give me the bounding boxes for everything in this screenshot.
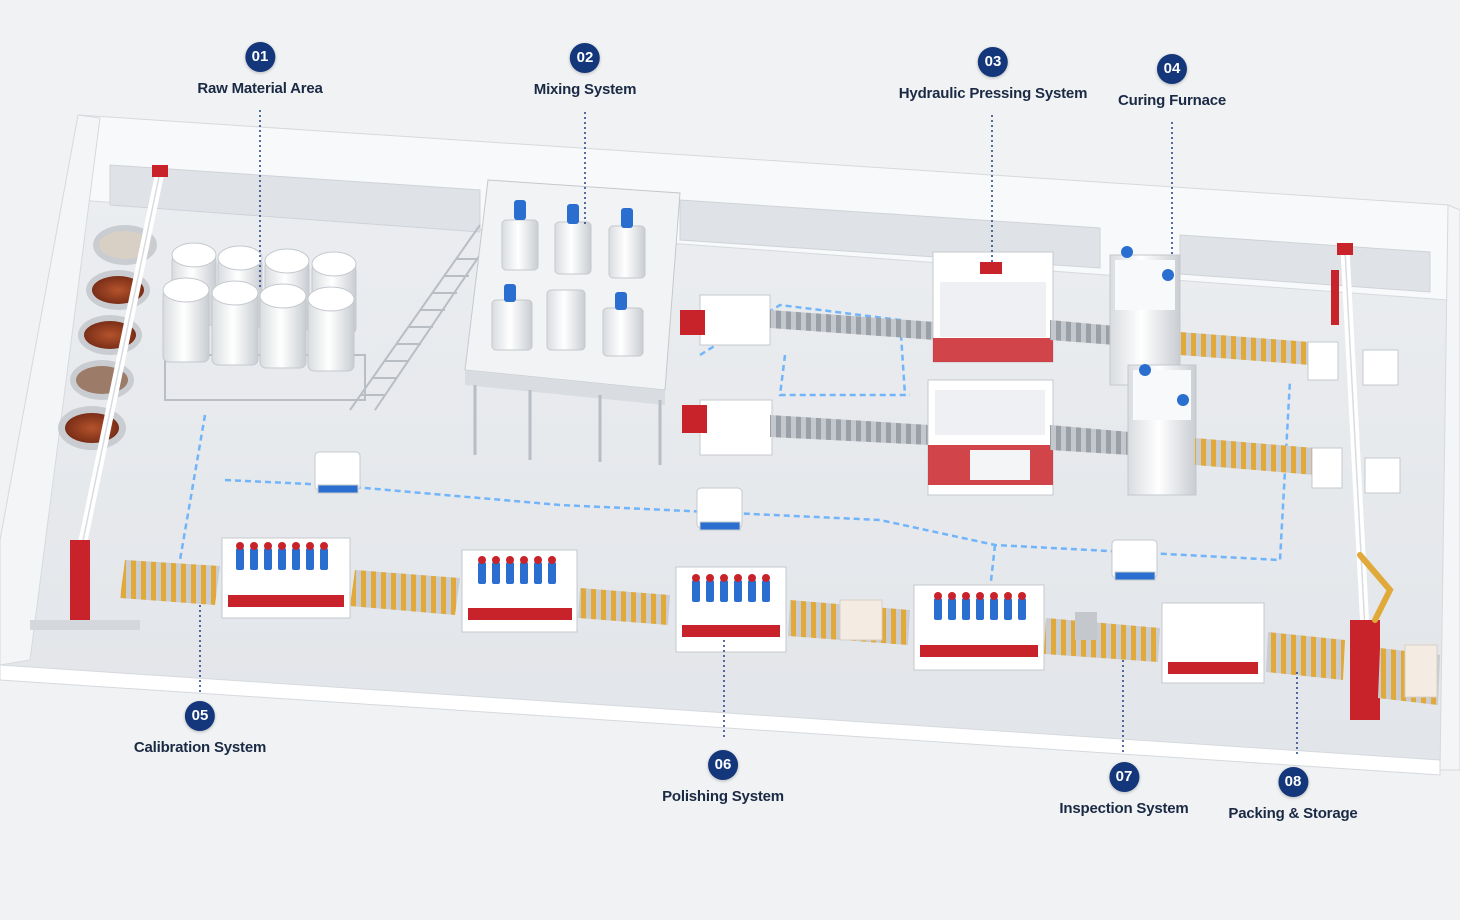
- callout-number-badge: 03: [977, 47, 1008, 77]
- callout-raw-material-area: 01 Raw Material Area: [197, 42, 323, 97]
- callout-label: Raw Material Area: [197, 80, 323, 97]
- wall-windows: [109, 164, 1431, 293]
- callout-inspection-system: 07 Inspection System: [1059, 762, 1189, 817]
- callout-number-badge: 06: [708, 750, 738, 780]
- callout-number-badge: 07: [1108, 762, 1139, 792]
- callout-leader-lines: [199, 110, 1298, 757]
- callout-number-badge: 05: [185, 701, 215, 731]
- callout-label: Curing Furnace: [1117, 92, 1227, 109]
- left-wall: [0, 114, 101, 666]
- callout-label: Hydraulic Pressing System: [898, 85, 1088, 102]
- curing-furnaces: [1109, 246, 1401, 496]
- agv-vehicles: [314, 451, 1158, 581]
- polishing-head-caps: [236, 542, 1026, 600]
- callout-hydraulic-pressing-system: 03 Hydraulic Pressing System: [899, 47, 1087, 102]
- callout-number-badge: 08: [1277, 767, 1308, 797]
- mixing-platform: [464, 179, 681, 465]
- callout-label: Calibration System: [133, 739, 267, 756]
- callout-packing-storage: 08 Packing & Storage: [1228, 767, 1358, 822]
- callout-number-badge: 01: [244, 42, 275, 72]
- front-processing-line: [120, 537, 1440, 705]
- press-line-lower: [682, 379, 1130, 496]
- front-wall: [0, 664, 1441, 776]
- right-wall: [1439, 204, 1460, 771]
- callout-calibration-system: 05 Calibration System: [134, 701, 266, 756]
- callout-curing-furnace: 04 Curing Furnace: [1118, 54, 1226, 109]
- callout-label: Inspection System: [1059, 800, 1189, 817]
- callout-label: Polishing System: [662, 788, 784, 805]
- polishing-heads: [236, 548, 1026, 620]
- callout-number-badge: 04: [1156, 54, 1187, 84]
- gantry-crane-right: [1331, 243, 1380, 720]
- callout-mixing-system: 02 Mixing System: [534, 43, 636, 98]
- callout-polishing-system: 06 Polishing System: [662, 750, 784, 805]
- raw-material-silos: [162, 224, 491, 411]
- callout-label: Packing & Storage: [1228, 805, 1358, 822]
- gantry-crane-left: [30, 165, 168, 630]
- callout-label: Mixing System: [533, 81, 637, 98]
- press-line-upper: [680, 251, 1115, 363]
- callout-number-badge: 02: [570, 43, 600, 73]
